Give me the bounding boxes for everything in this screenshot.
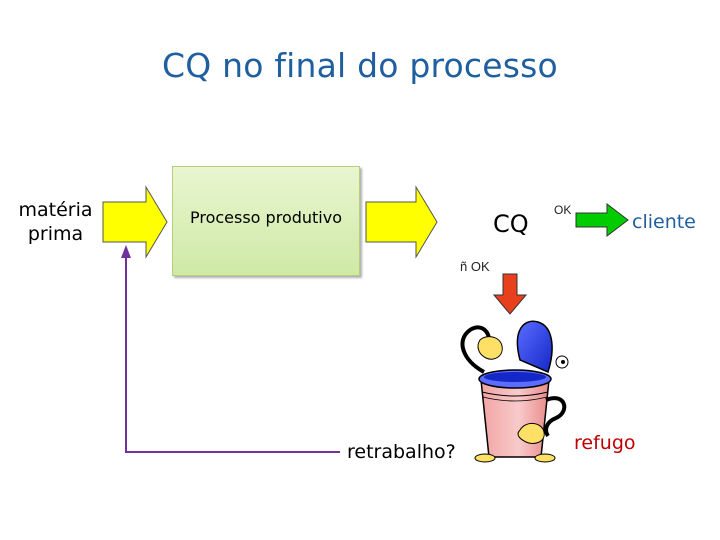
input-arrow: [102, 185, 168, 259]
process-output-arrow: [365, 185, 438, 259]
rework-label: retrabalho?: [347, 441, 456, 463]
ok-arrow: [575, 202, 629, 238]
not-ok-label: ñ OK: [460, 259, 490, 274]
rework-arrowhead: [121, 245, 131, 258]
rework-feedback-line: [125, 256, 340, 453]
not-ok-arrow: [492, 273, 528, 315]
diagram-title: CQ no final do processo: [162, 46, 558, 85]
production-process-label: Processo produtivo: [189, 208, 342, 227]
ok-label: OK: [554, 203, 572, 217]
production-process-box: [172, 166, 360, 276]
quality-control-shape: [447, 190, 578, 254]
scrap-label: refugo: [574, 432, 636, 454]
client-label: cliente: [632, 211, 696, 233]
quality-control-label: CQ: [493, 210, 529, 238]
trash-can-icon: [460, 320, 569, 463]
